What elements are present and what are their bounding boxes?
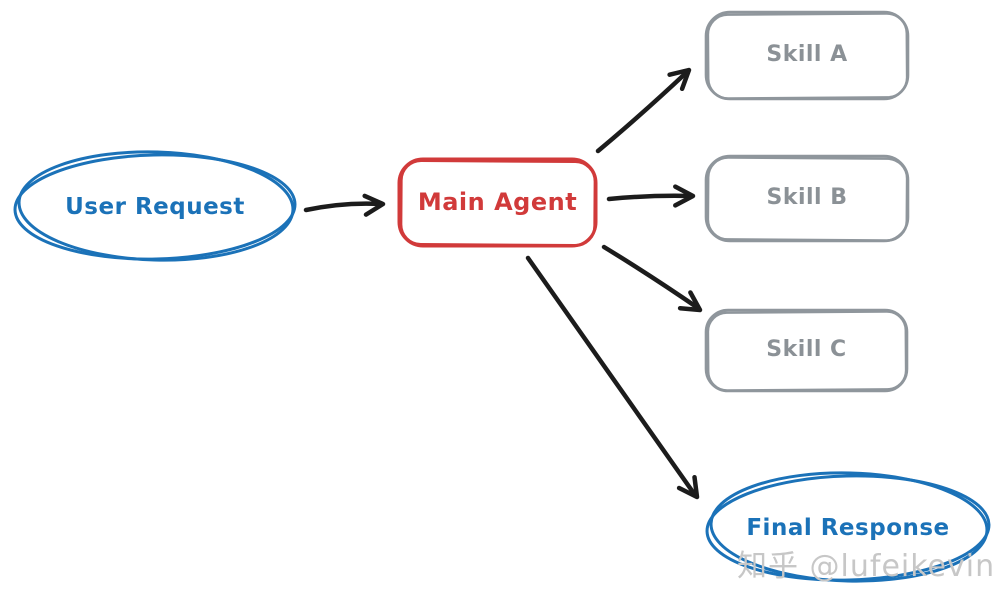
final-response-label: Final Response [746, 515, 950, 541]
user-request-node [13, 150, 297, 262]
main-agent-node [397, 157, 598, 248]
watermark: 知乎 @lufeikevin [737, 549, 996, 584]
edge-main-agent-to-final-response [525, 255, 700, 500]
skill-a-node [704, 10, 910, 101]
edge-main-agent-to-skill-b [606, 184, 696, 208]
final-response-node [705, 471, 991, 583]
edge-main-agent-to-skill-c [601, 244, 703, 313]
user-request-label: User Request [65, 194, 245, 220]
skill-b-label: Skill B [766, 185, 848, 210]
skill-c-node [704, 308, 909, 393]
edge-main-agent-to-skill-a [595, 67, 692, 154]
main-agent-label: Main Agent [417, 188, 578, 216]
edges [303, 67, 703, 500]
skill-b-node [704, 154, 910, 243]
edge-user-request-to-main-agent [303, 193, 386, 217]
skill-a-label: Skill A [766, 42, 848, 67]
skill-c-label: Skill C [766, 337, 847, 362]
